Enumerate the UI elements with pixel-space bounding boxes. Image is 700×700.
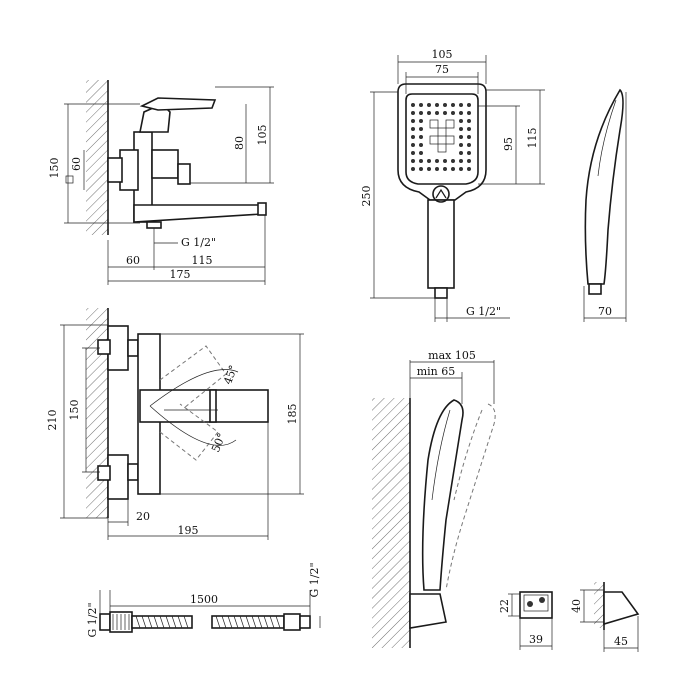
mixer-side-view bbox=[64, 80, 274, 285]
wall-hatch-4 bbox=[594, 582, 604, 628]
dim-hose-thread-left: G 1/2" bbox=[86, 602, 99, 637]
dim-70: 70 bbox=[598, 305, 612, 318]
dim-75-head: 75 bbox=[435, 63, 449, 76]
dim-105-side: 105 bbox=[256, 125, 269, 146]
dim-175: 175 bbox=[170, 268, 191, 281]
holder-side bbox=[409, 593, 447, 629]
dim-22: 22 bbox=[498, 599, 511, 613]
dim-45: 45 bbox=[614, 635, 628, 648]
holder-front bbox=[508, 591, 553, 650]
dim-60-square: 60 bbox=[70, 157, 83, 171]
dim-40: 40 bbox=[570, 599, 583, 613]
shower-head-side bbox=[583, 88, 627, 322]
dim-60-width: 60 bbox=[126, 254, 140, 267]
wall-hatch bbox=[86, 80, 108, 235]
hose-nut-right bbox=[283, 613, 301, 631]
dim-20: 20 bbox=[136, 510, 150, 523]
spout-top bbox=[139, 389, 269, 423]
mixer-top-view bbox=[60, 308, 304, 540]
shower-handle bbox=[427, 199, 455, 289]
dim-105-head: 105 bbox=[432, 48, 453, 61]
wall-hatch-3 bbox=[372, 398, 410, 648]
dim-hose-thread-right: G 1/2" bbox=[308, 562, 321, 597]
dim-80: 80 bbox=[233, 136, 246, 150]
hose bbox=[99, 590, 321, 633]
dim-1500: 1500 bbox=[190, 593, 218, 606]
dim-min-65: min 65 bbox=[417, 365, 456, 378]
dim-thread-head: G 1/2" bbox=[466, 305, 501, 318]
spout bbox=[133, 204, 263, 223]
shower-in-holder bbox=[421, 399, 464, 591]
dim-150-side: 150 bbox=[48, 158, 61, 179]
dim-210: 210 bbox=[46, 410, 59, 431]
shower-head-profile bbox=[584, 88, 624, 285]
dim-thread-side: G 1/2" bbox=[181, 236, 216, 249]
holder-profile bbox=[580, 582, 640, 652]
dim-115-head: 115 bbox=[526, 128, 539, 149]
nozzle-grid bbox=[411, 103, 471, 171]
holder-assembly bbox=[372, 360, 496, 648]
angle-45: 45° bbox=[221, 363, 240, 386]
dim-39: 39 bbox=[529, 633, 543, 646]
dim-150-top: 150 bbox=[68, 400, 81, 421]
holder-profile-body bbox=[603, 591, 640, 626]
dim-250: 250 bbox=[360, 186, 373, 207]
dim-185: 185 bbox=[286, 404, 299, 425]
dim-115: 115 bbox=[192, 254, 213, 267]
dim-max-105: max 105 bbox=[428, 349, 476, 362]
dim-95: 95 bbox=[502, 137, 515, 151]
holder-front-body bbox=[519, 591, 553, 619]
shower-head-front bbox=[370, 55, 545, 322]
angle-50: 50° bbox=[209, 431, 228, 454]
dim-195: 195 bbox=[178, 524, 199, 537]
lever bbox=[139, 97, 217, 111]
